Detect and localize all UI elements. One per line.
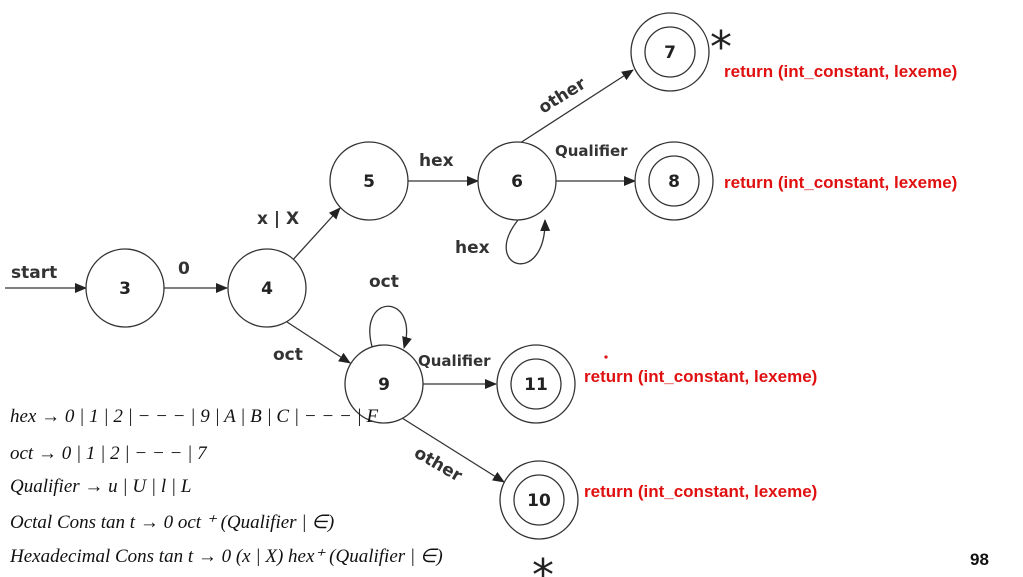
edge-4-9-label: oct: [273, 345, 303, 365]
edge-9-11-label: Qualifier: [418, 352, 491, 370]
state-10-label: 10: [527, 491, 551, 511]
action-state-8: return (int_constant, lexeme): [724, 173, 957, 192]
edge-4-9: [286, 321, 351, 364]
edge-3-4-label: 0: [178, 259, 190, 279]
state-4-label: 4: [261, 279, 273, 299]
edge-6-7: [516, 69, 634, 146]
edge-5-6-label: hex: [419, 151, 454, 171]
state-5: [329, 141, 409, 221]
definition-hexadecimal-constant: Hexadecimal Cons tan t → 0 (x | X) hex⁺ …: [9, 546, 443, 567]
action-state-11: return (int_constant, lexeme): [584, 367, 817, 386]
state-11-label: 11: [524, 375, 548, 395]
edge-9-9-loop: [369, 305, 412, 351]
edge-6-7-label: other: [535, 73, 590, 118]
edge-9-10: [401, 417, 505, 483]
state-3-label: 3: [119, 279, 131, 299]
state-6-label: 6: [511, 172, 523, 192]
state-9: [344, 344, 424, 424]
edge-9-10-label: other: [411, 443, 466, 487]
definition-oct: oct → 0 | 1 | 2 | − − − | 7: [10, 443, 208, 464]
edge-4-5: [289, 207, 341, 264]
state-5-label: 5: [363, 172, 375, 192]
action-state-10: return (int_constant, lexeme): [584, 482, 817, 501]
edge-6-6-loop: [505, 219, 551, 265]
state-10-inner: [513, 474, 565, 526]
edge-6-8-label: Qualifier: [555, 142, 628, 160]
retract-star-state-7: *: [710, 22, 732, 73]
state-6: [477, 141, 557, 221]
stray-dot: [604, 355, 608, 359]
start-label: start: [11, 263, 57, 283]
definition-octal-constant: Octal Cons tan t → 0 oct ⁺ (Qualifier | …: [10, 512, 334, 533]
state-4: [227, 248, 307, 328]
state-8-inner: [648, 155, 700, 207]
state-3: [85, 248, 165, 328]
retract-star-state-10: *: [532, 550, 554, 577]
edge-6-6-label: hex: [455, 238, 490, 258]
edge-9-9-label: oct: [369, 272, 399, 292]
action-state-7: return (int_constant, lexeme): [724, 62, 957, 81]
state-9-label: 9: [378, 375, 390, 395]
edge-4-5-label: x | X: [257, 209, 299, 229]
page-number: 98: [970, 550, 989, 569]
definition-qualifier: Qualifier → u | U | l | L: [10, 476, 191, 497]
state-11-inner: [510, 358, 562, 410]
state-8-label: 8: [668, 172, 680, 192]
state-7-inner: [644, 26, 696, 78]
definition-hex: hex → 0 | 1 | 2 | − − − | 9 | A | B | C …: [10, 406, 379, 427]
state-7-label: 7: [664, 43, 676, 63]
